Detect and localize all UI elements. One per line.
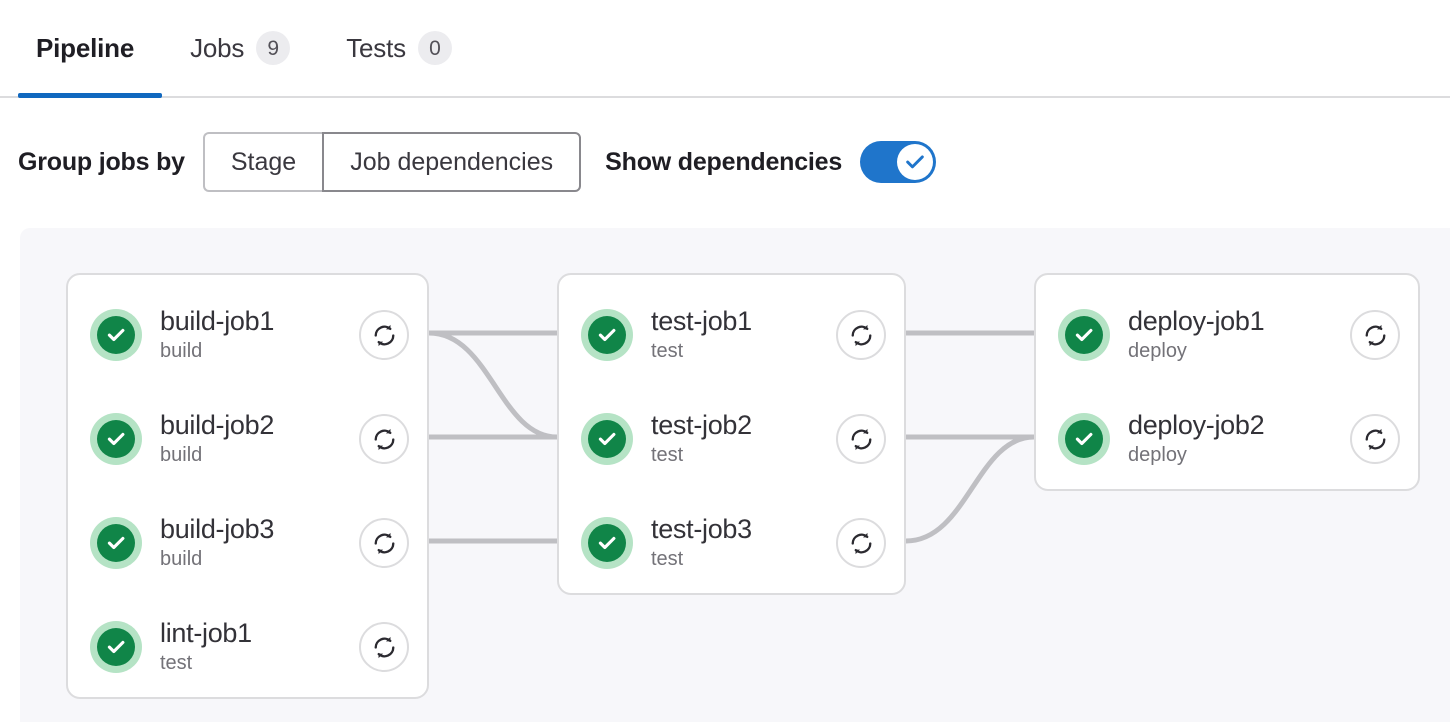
retry-icon[interactable] [836,310,886,360]
job-stage: deploy [1128,340,1187,363]
check-icon [1075,328,1093,342]
group-by-segmented-control: Stage Job dependencies [202,132,582,192]
job-name: test-job3 [651,513,752,544]
tab-jobs[interactable]: Jobs 9 [162,0,318,96]
check-icon [107,536,125,550]
check-circle-icon [90,517,142,569]
job-stage: build [160,444,203,467]
job-stage: test [160,652,193,675]
tab-pipeline-label: Pipeline [36,32,135,63]
retry-glyph [374,532,394,554]
job-card[interactable]: build-job2 build [68,387,427,491]
show-dependencies-label: Show dependencies [605,147,843,176]
job-text: test-job2 test [651,410,836,468]
job-text: build-job1 build [160,306,359,364]
job-stage: test [651,444,684,467]
job-card[interactable]: test-job3 test [559,491,904,595]
tab-tests-label: Tests [346,32,406,63]
check-icon [598,328,616,342]
check-circle-icon [90,413,142,465]
retry-icon[interactable] [1350,310,1400,360]
tab-tests[interactable]: Tests 0 [318,0,480,96]
job-text: build-job3 build [160,514,359,572]
tab-jobs-badge: 9 [256,31,291,65]
toggle-knob [897,144,934,180]
retry-glyph [851,324,871,346]
check-circle-icon [1058,413,1110,465]
check-circle-icon [90,309,142,361]
job-name: test-job1 [651,305,752,336]
job-stage: test [651,548,684,571]
check-circle-icon [90,621,142,673]
job-text: deploy-job2 deploy [1128,410,1350,468]
edge-test-job3-to-deploy-job2 [905,434,1035,544]
check-circle-icon [1058,309,1110,361]
retry-glyph [851,532,871,554]
job-card[interactable]: deploy-job1 deploy [1036,283,1418,387]
pipeline-tabbar: Pipeline Jobs 9 Tests 0 [0,0,1450,98]
pipeline-controls: Group jobs by Stage Job dependencies Sho… [0,98,1450,226]
job-card[interactable]: lint-job1 test [68,595,427,699]
job-text: build-job2 build [160,410,359,468]
retry-icon[interactable] [359,310,409,360]
job-stage: build [160,548,203,571]
job-text: deploy-job1 deploy [1128,306,1350,364]
retry-icon[interactable] [836,414,886,464]
check-circle-icon [581,413,633,465]
retry-glyph [1365,428,1385,450]
tab-active-underline [18,93,163,98]
tab-jobs-label: Jobs [190,32,245,63]
job-name: build-job2 [160,409,275,440]
job-stage: deploy [1128,444,1187,467]
tab-pipeline[interactable]: Pipeline [18,0,163,98]
retry-icon[interactable] [836,518,886,568]
retry-icon[interactable] [1350,414,1400,464]
check-icon [107,328,125,342]
show-dependencies-toggle[interactable] [860,141,937,183]
retry-icon[interactable] [359,414,409,464]
retry-glyph [374,324,394,346]
retry-glyph [851,428,871,450]
job-card[interactable]: test-job2 test [559,387,904,491]
job-card[interactable]: deploy-job2 deploy [1036,387,1418,491]
job-stage: build [160,340,203,363]
job-name: deploy-job1 [1128,305,1265,336]
retry-icon[interactable] [359,622,409,672]
job-name: test-job2 [651,409,752,440]
check-icon [598,432,616,446]
check-icon [598,536,616,550]
retry-glyph [1365,324,1385,346]
job-name: lint-job1 [160,617,252,648]
retry-glyph [374,428,394,450]
build-column: build-job1 build [66,273,429,699]
retry-glyph [374,636,394,658]
check-icon [107,432,125,446]
job-card[interactable]: build-job3 build [68,491,427,595]
group-by-job-dependencies-button[interactable]: Job dependencies [322,132,582,192]
job-text: test-job1 test [651,306,836,364]
show-dependencies-group: Show dependencies [605,141,937,183]
check-circle-icon [581,309,633,361]
check-icon [906,155,924,169]
group-by-stage-button[interactable]: Stage [202,132,323,192]
job-stage: test [651,340,684,363]
check-icon [1075,432,1093,446]
deploy-column: deploy-job1 deploy [1034,273,1420,491]
edge-build-job1-to-test-job2 [428,330,558,440]
job-name: build-job3 [160,513,275,544]
job-text: lint-job1 test [160,618,359,676]
test-column: test-job1 test t [557,273,906,595]
job-card[interactable]: build-job1 build [68,283,427,387]
job-name: deploy-job2 [1128,409,1265,440]
tab-tests-badge: 0 [417,31,452,65]
check-circle-icon [581,517,633,569]
job-card[interactable]: test-job1 test [559,283,904,387]
tab-list: Pipeline Jobs 9 Tests 0 [18,0,480,98]
retry-icon[interactable] [359,518,409,568]
check-icon [107,640,125,654]
pipeline-graph-canvas: build-job1 build [20,228,1450,722]
job-name: build-job1 [160,305,275,336]
group-jobs-by-label: Group jobs by [18,147,185,176]
job-text: test-job3 test [651,514,836,572]
